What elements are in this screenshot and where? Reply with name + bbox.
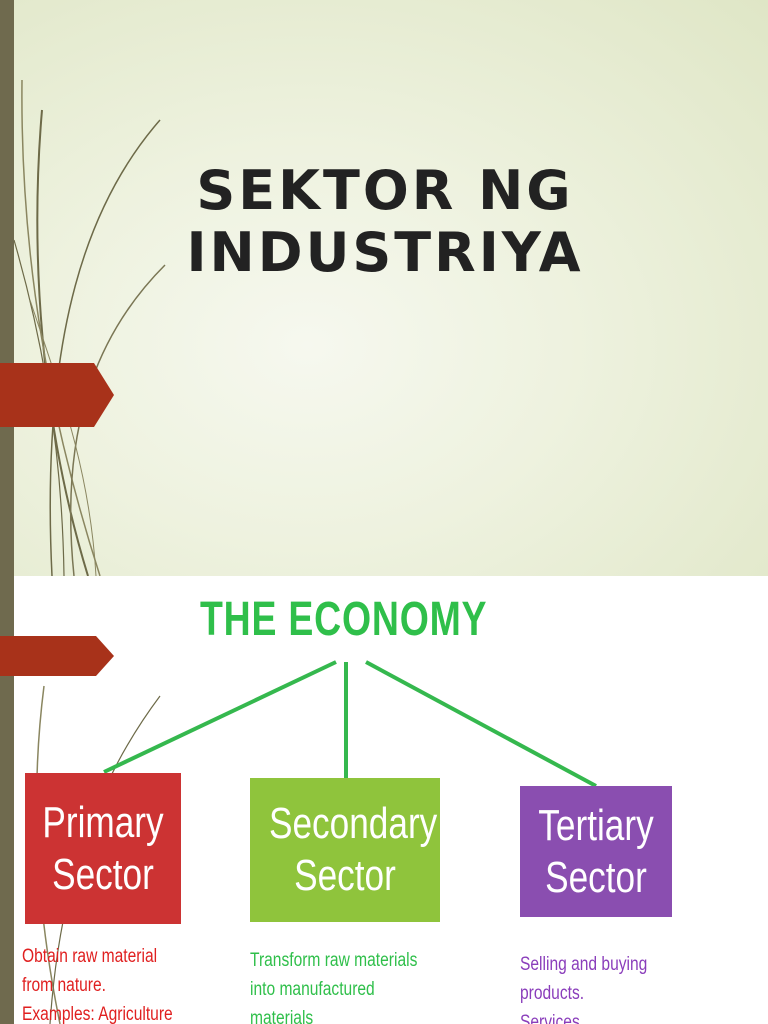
tertiary-sector-box: Tertiary Sector (520, 786, 672, 917)
tertiary-desc-line: Services (520, 1012, 580, 1024)
arrow-tab-decoration-2 (0, 636, 114, 676)
economy-slide: THE ECONOMY Primary Sector Secondary Sec… (0, 576, 768, 1024)
primary-sector-description: Obtain raw material from nature. Example… (22, 942, 173, 1024)
tertiary-sector-label-1: Tertiary (538, 800, 654, 850)
secondary-sector-box: Secondary Sector (250, 778, 440, 922)
secondary-desc-line: into manufactured (250, 979, 375, 1000)
title-line-2: INDUSTRIYA (186, 221, 584, 284)
slide-title: SEKTOR NG INDUSTRIYA (150, 160, 620, 284)
primary-sector-label-1: Primary (42, 797, 164, 847)
primary-desc-line: Examples: Agriculture (22, 1004, 173, 1024)
secondary-sector-label-2: Sector (294, 851, 396, 900)
title-line-1: SEKTOR NG (196, 159, 574, 222)
arrow-tab-decoration (0, 363, 114, 427)
primary-sector-label-2: Sector (52, 849, 154, 899)
secondary-sector-label-1: Secondary (269, 799, 438, 848)
primary-sector-box: Primary Sector (25, 773, 181, 924)
secondary-desc-line: Transform raw materials (250, 950, 418, 971)
secondary-sector-description: Transform raw materials into manufacture… (250, 946, 417, 1024)
tertiary-desc-line: Selling and buying (520, 954, 648, 975)
primary-desc-line: Obtain raw material (22, 946, 158, 967)
secondary-desc-line: materials (250, 1008, 314, 1024)
tertiary-desc-line: products. (520, 983, 585, 1004)
left-side-bar (0, 0, 14, 576)
primary-desc-line: from nature. (22, 975, 106, 996)
economy-heading: THE ECONOMY (200, 593, 488, 646)
grass-decoration (13, 79, 166, 576)
economy-connector-lines (103, 660, 597, 788)
tertiary-sector-description: Selling and buying products. Services (520, 950, 647, 1024)
left-side-bar-2 (0, 576, 14, 1024)
tertiary-sector-label-2: Sector (545, 852, 647, 902)
title-slide: SEKTOR NG INDUSTRIYA (0, 0, 768, 576)
